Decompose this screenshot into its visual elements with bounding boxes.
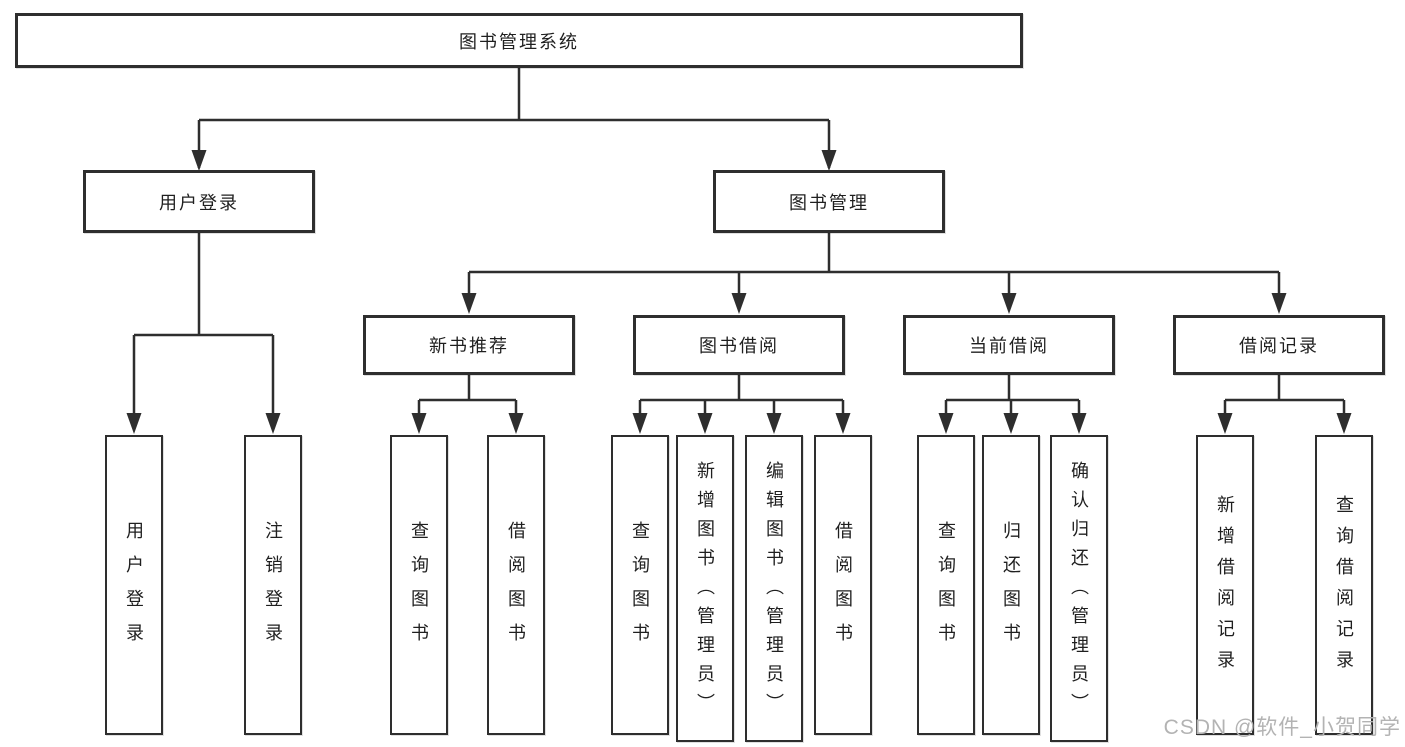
leaf-query-books-current: 查询图书	[917, 435, 975, 735]
leaf-edit-book-admin: 编辑图书（管理员）	[745, 435, 803, 742]
arrow-down-icon	[835, 413, 851, 434]
leaf-confirm-return-admin: 确认归还（管理员）	[1050, 435, 1108, 742]
leaf-add-borrow-record: 新增借阅记录	[1196, 435, 1254, 735]
arrow-down-icon	[821, 150, 837, 171]
leaf-user-login: 用户登录	[105, 435, 163, 735]
node-user-login: 用户登录	[83, 170, 315, 233]
node-label: 用户登录	[159, 192, 239, 213]
leaf-borrow-books: 借阅图书	[814, 435, 872, 735]
arrow-down-icon	[1271, 293, 1287, 314]
node-book-borrow: 图书借阅	[633, 315, 845, 375]
node-label: 图书借阅	[699, 336, 779, 356]
arrow-down-icon	[697, 413, 713, 434]
arrow-down-icon	[1336, 413, 1352, 434]
leaf-label: 编辑图书（管理员）	[764, 460, 784, 722]
arrow-down-icon	[766, 413, 782, 434]
leaf-label: 用户登录	[124, 521, 144, 657]
arrow-down-icon	[1003, 413, 1019, 434]
tree-links	[132, 68, 1346, 430]
arrow-down-icon	[1071, 413, 1087, 434]
node-root-label: 图书管理系统	[459, 31, 579, 52]
leaf-label: 借阅图书	[833, 521, 853, 657]
node-label: 当前借阅	[969, 336, 1049, 356]
node-new-book-recommend: 新书推荐	[363, 315, 575, 375]
node-root: 图书管理系统	[15, 13, 1023, 68]
leaf-add-book-admin: 新增图书（管理员）	[676, 435, 734, 742]
arrow-down-icon	[1001, 293, 1017, 314]
leaf-label: 新增图书（管理员）	[695, 460, 715, 722]
leaf-label: 确认归还（管理员）	[1069, 460, 1089, 722]
leaf-query-books-recommend: 查询图书	[390, 435, 448, 735]
arrow-down-icon	[731, 293, 747, 314]
leaf-label: 查询借阅记录	[1334, 495, 1354, 681]
csdn-watermark: CSDN @软件_小贺同学	[1163, 716, 1401, 739]
leaf-borrow-books-recommend: 借阅图书	[487, 435, 545, 735]
leaf-logout: 注销登录	[244, 435, 302, 735]
arrow-down-icon	[411, 413, 427, 434]
node-book-management: 图书管理	[713, 170, 945, 233]
leaf-label: 归还图书	[1001, 521, 1021, 657]
leaf-query-books-borrow: 查询图书	[611, 435, 669, 735]
node-label: 新书推荐	[429, 336, 509, 356]
arrow-down-icon	[632, 413, 648, 434]
node-current-borrow: 当前借阅	[903, 315, 1115, 375]
node-borrow-records: 借阅记录	[1173, 315, 1385, 375]
arrow-down-icon	[508, 413, 524, 434]
arrow-down-icon	[191, 150, 207, 171]
node-label: 图书管理	[789, 192, 869, 213]
arrow-down-icon	[1217, 413, 1233, 434]
leaf-label: 查询图书	[936, 521, 956, 657]
arrow-down-icon	[126, 413, 142, 434]
node-label: 借阅记录	[1239, 336, 1319, 356]
leaf-label: 查询图书	[409, 521, 429, 657]
leaf-label: 注销登录	[263, 521, 283, 657]
arrow-down-icons	[126, 150, 1352, 434]
leaf-query-borrow-record: 查询借阅记录	[1315, 435, 1373, 735]
arrow-down-icon	[265, 413, 281, 434]
arrow-down-icon	[461, 293, 477, 314]
leaf-label: 借阅图书	[506, 521, 526, 657]
arrow-down-icon	[938, 413, 954, 434]
leaf-label: 新增借阅记录	[1215, 495, 1235, 681]
leaf-label: 查询图书	[630, 521, 650, 657]
leaf-return-books: 归还图书	[982, 435, 1040, 735]
